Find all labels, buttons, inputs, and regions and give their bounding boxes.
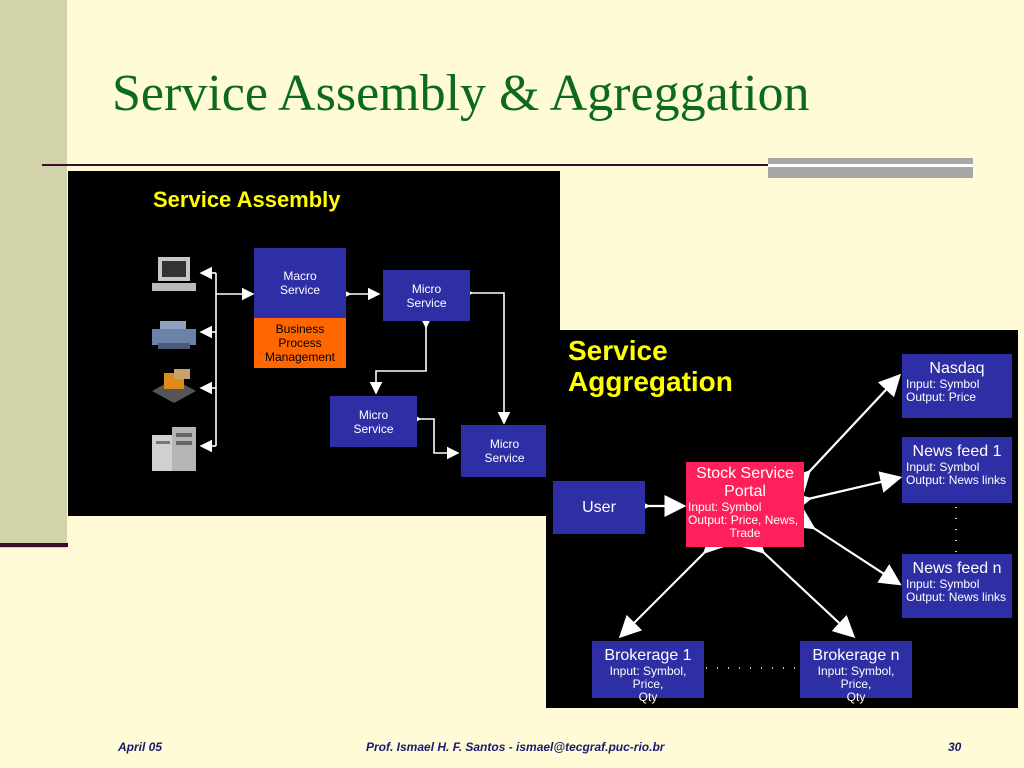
brokern-title: Brokerage n	[812, 647, 900, 664]
news1-output: Output: News links	[906, 473, 1007, 487]
service-assembly-panel: Service Assembly Macro Service Business …	[68, 171, 560, 516]
newsn-input: Input: Symbol	[906, 577, 980, 591]
nasdaq-title: Nasdaq	[929, 360, 985, 377]
footer-author: Prof. Ismael H. F. Santos - ismael@tecgr…	[366, 740, 665, 754]
computer-terminal-icon	[152, 257, 196, 291]
brokerage-n-box: Brokerage n Input: Symbol, Price, Qty	[800, 641, 912, 704]
sidebar-divider	[0, 543, 68, 547]
micro-top-label-1: Micro	[411, 281, 442, 296]
broker1-qty: Qty	[638, 690, 658, 704]
brokern-input: Input: Symbol, Price,	[817, 664, 895, 691]
aggregation-heading: Service Aggregation	[568, 335, 733, 398]
macro-label-2: Service	[279, 283, 320, 297]
news1-title: News feed 1	[912, 443, 1002, 460]
footer-page-number: 30	[948, 740, 962, 754]
news-feed-n-box: News feed n Input: Symbol Output: News l…	[902, 554, 1012, 618]
nasdaq-box: Nasdaq Input: Symbol Output: Price	[902, 354, 1012, 418]
server-icon	[152, 427, 196, 471]
stock-service-portal-box: Stock Service Portal Input: Symbol Outpu…	[686, 462, 804, 547]
micro-top-label-2: Service	[406, 295, 447, 310]
sidebar-band	[0, 0, 67, 548]
user-box: User	[553, 481, 645, 534]
macro-label-1: Macro	[283, 269, 317, 283]
portal-input: Input: Symbol	[688, 500, 762, 514]
bpm-label-3: Management	[264, 350, 336, 364]
nasdaq-output: Output: Price	[906, 390, 977, 404]
aggregation-heading-line-1: Service	[568, 335, 668, 366]
portal-output: Output: Price, News,	[688, 513, 799, 527]
assembly-heading: Service Assembly	[153, 187, 341, 212]
bpm-label-2: Process	[278, 336, 322, 350]
micro-service-top-box: Micro Service	[383, 270, 470, 321]
broker1-title: Brokerage 1	[604, 647, 692, 664]
micro-service-mid-box: Micro Service	[330, 396, 417, 447]
news-feed-1-box: News feed 1 Input: Symbol Output: News l…	[902, 437, 1012, 503]
micro-bottom-label-1: Micro	[489, 437, 520, 451]
micro-bottom-label-2: Service	[484, 451, 525, 465]
news1-input: Input: Symbol	[906, 460, 980, 474]
assembly-connectors	[199, 266, 511, 460]
portal-output-cont: Trade	[729, 526, 761, 540]
brokerage-1-box: Brokerage 1 Input: Symbol, Price, Qty	[592, 641, 704, 704]
bpm-label-1: Business	[275, 322, 325, 336]
network-device-icon	[152, 369, 196, 403]
newsn-title: News feed n	[912, 560, 1002, 577]
title-decoration-bar	[768, 158, 973, 178]
aggregation-connectors	[618, 373, 957, 669]
user-label: User	[582, 498, 616, 516]
slide-title: Service Assembly & Agreggation	[112, 65, 810, 122]
aggregation-heading-line-2: Aggregation	[568, 365, 733, 397]
printer-icon	[152, 321, 196, 349]
portal-title-2: Portal	[724, 483, 766, 500]
nasdaq-input: Input: Symbol	[906, 377, 980, 391]
broker1-input: Input: Symbol, Price,	[609, 664, 687, 691]
title-underline	[42, 164, 814, 166]
portal-title-1: Stock Service	[696, 465, 794, 482]
micro-mid-label-1: Micro	[358, 407, 389, 422]
brokern-qty: Qty	[846, 690, 866, 704]
micro-service-bottom-box: Micro Service	[461, 425, 548, 477]
footer-date: April 05	[118, 740, 163, 754]
micro-mid-label-2: Service	[353, 421, 394, 436]
bpm-box: Business Process Management	[254, 318, 346, 368]
newsn-output: Output: News links	[906, 590, 1007, 604]
macro-service-box: Macro Service	[254, 248, 346, 318]
service-aggregation-panel: Service Aggregation User Stock Service P…	[546, 330, 1018, 708]
